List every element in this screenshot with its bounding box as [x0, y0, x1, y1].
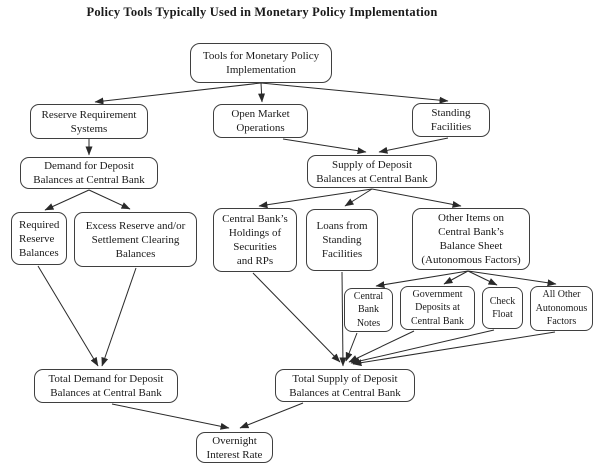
node-total-demand-for-deposit-balances: Total Demand for Deposit Balances at Cen…: [34, 369, 178, 403]
node-label: Total Demand for Deposit Balances at Cen…: [48, 373, 164, 399]
node-label: Other Items on Central Bank’s Balance Sh…: [421, 212, 521, 266]
node-label: Supply of Deposit Balances at Central Ba…: [316, 158, 428, 185]
node-total-supply-of-deposit-balances: Total Supply of Deposit Balances at Cent…: [275, 369, 415, 402]
node-label: Open Market Operations: [231, 108, 290, 134]
node-label: Required Reserve Balances: [19, 218, 60, 259]
node-label: Standing Facilities: [430, 107, 472, 133]
edge-cb_holdings-total_supply: [252, 272, 341, 363]
node-label: Tools for Monetary Policy Implementation: [202, 50, 320, 76]
edge-supply_deposit-other_items: [371, 188, 462, 208]
node-label: Central Bank’s Holdings of Securities an…: [222, 213, 288, 267]
edge-other_items-cb_notes: [375, 270, 469, 289]
edge-check_float-total_supply: [350, 329, 495, 365]
node-label: Excess Reserve and/or Settlement Clearin…: [85, 219, 186, 260]
node-loans-from-standing-facilities: Loans from Standing Facilities: [306, 209, 378, 271]
edge-cb_notes-total_supply: [345, 332, 358, 362]
edge-other_items-govt_deposits: [443, 270, 469, 285]
node-label: Total Supply of Deposit Balances at Cent…: [289, 372, 401, 399]
diagram-title: Policy Tools Typically Used in Monetary …: [86, 5, 438, 19]
node-all-other-autonomous-factors: All Other Autonomous Factors: [530, 286, 593, 331]
node-label: Government Deposits at Central Bank: [410, 288, 465, 327]
node-required-reserve-balances: Required Reserve Balances: [11, 212, 67, 265]
edge-other_items-check_float: [467, 270, 498, 286]
edge-govt_deposits-total_supply: [348, 330, 415, 363]
node-label: Central Bank Notes: [353, 290, 384, 329]
node-label: Check Float: [489, 295, 516, 321]
node-overnight-interest-rate: Overnight Interest Rate: [196, 432, 273, 463]
edge-other_items-all_other: [467, 270, 557, 287]
node-label: Overnight Interest Rate: [206, 434, 263, 461]
node-excess-reserve-settlement-clearing-balances: Excess Reserve and/or Settlement Clearin…: [74, 212, 197, 267]
edge-supply_deposit-loans_standing: [344, 188, 373, 207]
node-check-float: Check Float: [482, 287, 523, 329]
node-central-bank-notes: Central Bank Notes: [344, 288, 393, 332]
node-government-deposits-at-central-bank: Government Deposits at Central Bank: [400, 286, 475, 330]
edge-total_demand-overnight_rate: [111, 403, 230, 430]
node-tools-for-monetary-policy-implementation: Tools for Monetary Policy Implementation: [190, 43, 332, 83]
node-supply-of-deposit-balances: Supply of Deposit Balances at Central Ba…: [307, 155, 437, 188]
edge-open_market-supply_deposit: [282, 138, 367, 155]
edge-excess_reserve-total_demand: [101, 267, 137, 367]
edge-total_supply-overnight_rate: [239, 402, 304, 429]
edge-demand_deposit-required_reserve: [44, 189, 90, 211]
node-label: All Other Autonomous Factors: [535, 289, 588, 328]
node-open-market-operations: Open Market Operations: [213, 104, 308, 138]
edge-standing_facilities-supply_deposit: [378, 137, 449, 154]
node-standing-facilities: Standing Facilities: [412, 103, 490, 137]
edge-tools-open_market: [258, 82, 266, 103]
node-central-bank-holdings-securities-rps: Central Bank’s Holdings of Securities an…: [213, 208, 297, 272]
edge-demand_deposit-excess_reserve: [88, 189, 131, 210]
edge-tools-reserve_requirement: [94, 82, 262, 105]
node-reserve-requirement-systems: Reserve Requirement Systems: [30, 104, 148, 139]
edge-required_reserve-total_demand: [37, 265, 99, 367]
edge-supply_deposit-cb_holdings: [258, 188, 373, 209]
node-label: Loans from Standing Facilities: [316, 220, 368, 260]
edge-loans_standing-total_supply: [339, 271, 347, 367]
node-label: Reserve Requirement Systems: [41, 108, 137, 135]
edge-tools-standing_facilities: [260, 82, 449, 104]
edge-all_other-total_supply: [352, 331, 556, 367]
node-label: Demand for Deposit Balances at Central B…: [33, 160, 145, 186]
node-other-items-balance-sheet-autonomous-factors: Other Items on Central Bank’s Balance Sh…: [412, 208, 530, 270]
node-demand-for-deposit-balances: Demand for Deposit Balances at Central B…: [20, 157, 158, 189]
